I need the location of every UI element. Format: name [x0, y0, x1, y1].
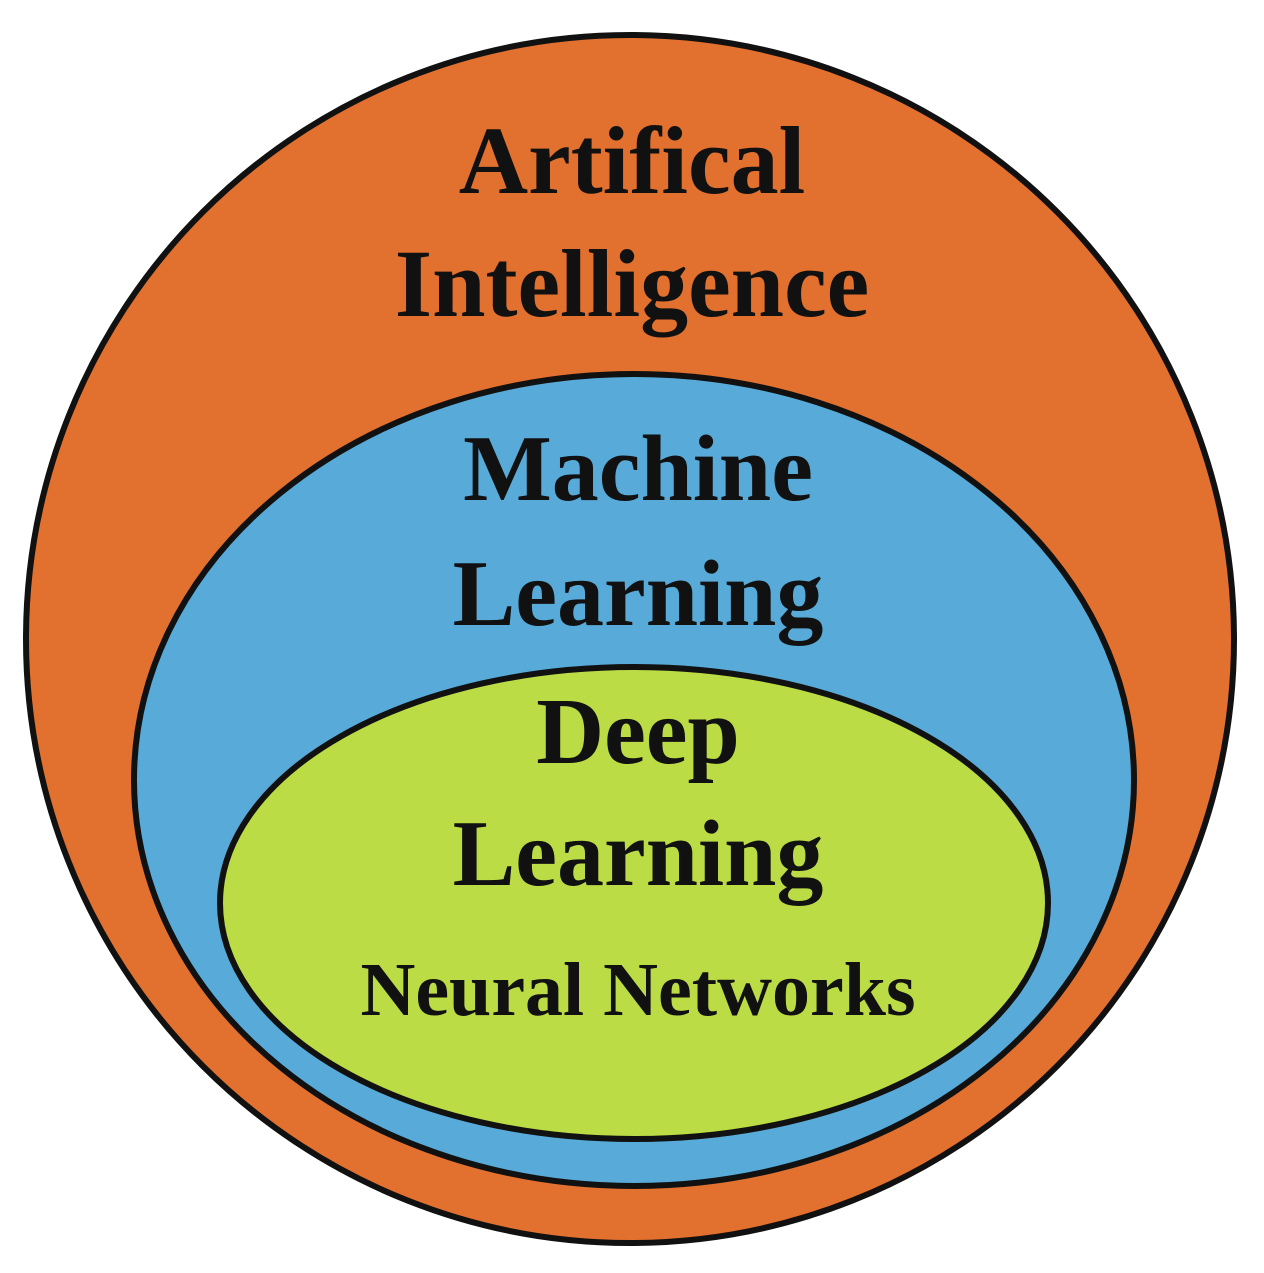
dl-label-line2: Learning: [453, 802, 824, 906]
ai-label-line2: Intelligence: [395, 230, 870, 337]
ml-label-line1: Machine: [463, 417, 813, 521]
ai-label-line1: Artifical: [459, 107, 806, 214]
dl-ellipse: [217, 664, 1051, 1142]
nn-label: Neural Networks: [360, 948, 915, 1032]
ml-label-line2: Learning: [453, 542, 824, 646]
dl-label-line1: Deep: [536, 680, 740, 784]
